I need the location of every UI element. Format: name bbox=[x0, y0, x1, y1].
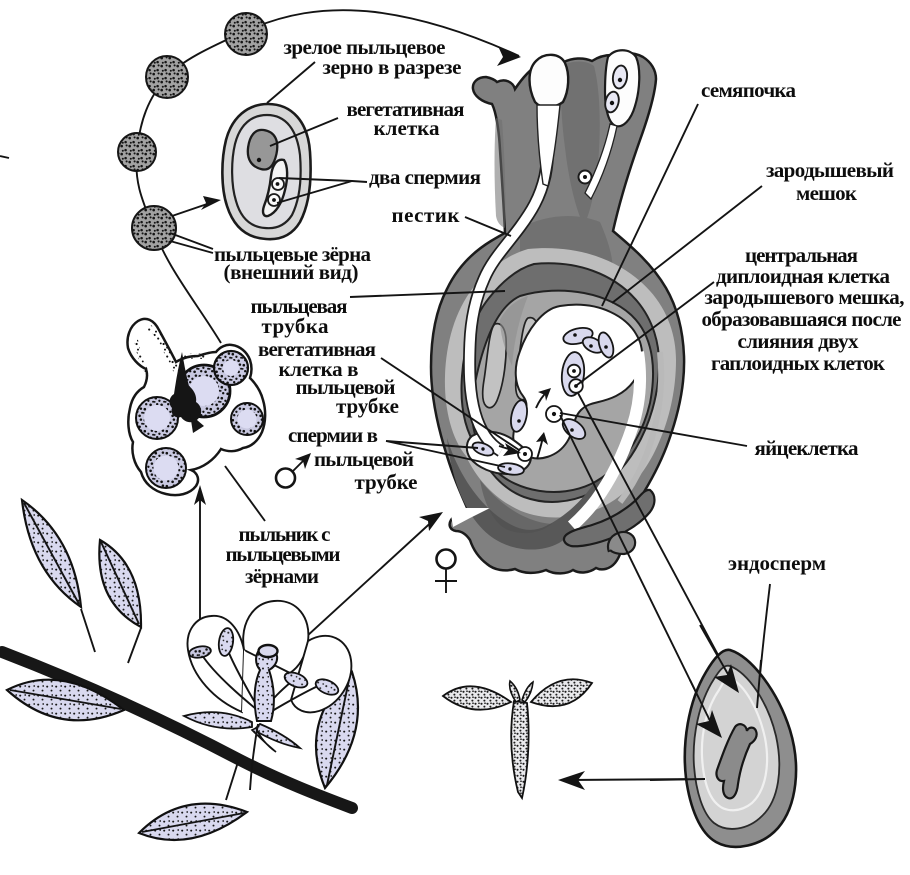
svg-text:вегетативная: вегетативная bbox=[347, 97, 465, 121]
svg-text:пестик: пестик bbox=[392, 203, 461, 227]
svg-text:семяпочка: семяпочка bbox=[701, 78, 797, 102]
svg-text:зёрнами: зёрнами bbox=[245, 564, 319, 588]
svg-text:диплоидная клетка: диплоидная клетка bbox=[716, 264, 891, 288]
svg-text:вегетативная: вегетативная bbox=[258, 337, 376, 361]
svg-text:пыльник с: пыльник с bbox=[239, 522, 331, 546]
svg-text:зародышевый: зародышевый bbox=[766, 158, 894, 182]
svg-text:трубке: трубке bbox=[336, 394, 399, 418]
svg-text:пыльцевой: пыльцевой bbox=[314, 447, 414, 471]
svg-text:мешок: мешок bbox=[796, 181, 858, 205]
svg-text:клетка: клетка bbox=[374, 116, 441, 140]
svg-text:зрелое пыльцевое: зрелое пыльцевое bbox=[284, 35, 446, 59]
svg-text:трубке: трубке bbox=[355, 470, 418, 494]
svg-text:образовавшаяся после: образовавшаяся после bbox=[702, 307, 902, 331]
svg-text:зародышевого мешка,: зародышевого мешка, bbox=[705, 285, 905, 309]
svg-text:слияния двух: слияния двух bbox=[738, 329, 860, 353]
svg-text:два спермия: два спермия bbox=[369, 165, 481, 189]
svg-text:центральная: центральная bbox=[745, 243, 858, 267]
svg-text:эндосперм: эндосперм bbox=[728, 551, 826, 575]
svg-text:пыльцевая: пыльцевая bbox=[251, 294, 348, 318]
svg-text:спермии в: спермии в bbox=[288, 423, 378, 447]
svg-text:клетка в: клетка в bbox=[279, 357, 359, 381]
svg-text:трубка: трубка bbox=[262, 314, 330, 338]
svg-text:гаплоидных клеток: гаплоидных клеток bbox=[711, 351, 886, 375]
svg-text:яйцеклетка: яйцеклетка bbox=[755, 436, 860, 460]
svg-text:пыльцевыми: пыльцевыми bbox=[226, 542, 341, 566]
svg-text:(внешний вид): (внешний вид) bbox=[224, 260, 359, 284]
svg-text:пыльцевые зёрна: пыльцевые зёрна bbox=[214, 242, 372, 266]
svg-text:пыльцевой: пыльцевой bbox=[296, 375, 396, 399]
svg-text:зерно в разрезе: зерно в разрезе bbox=[323, 55, 462, 79]
